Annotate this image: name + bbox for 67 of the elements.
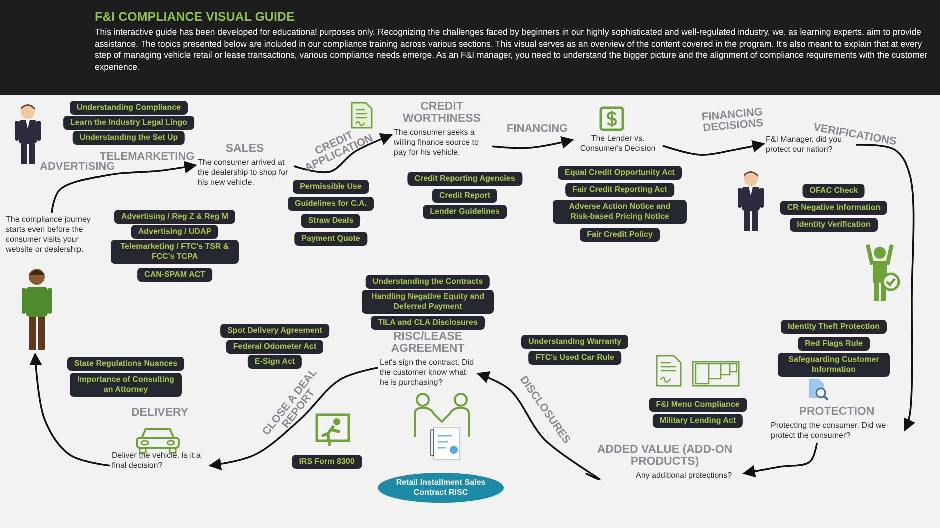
flow-arrow — [30, 352, 110, 467]
topic-tag: Payment Quote — [294, 232, 368, 246]
stage-description: Deliver the vehicle. Is it a final decision? — [112, 451, 202, 471]
intro-paragraph: This interactive guide has been developed for educational purposes only. Recognizing the challenges faced by beginners in our highly sophisticated and well-regulated industry, we, as learning experts, aim to provide assistance. The topics presented below are included in our compliance training across various sections. This visual serves as an overview of the content covered in the program. It's also meant to explain that at every step of managing vehicle retail or lease transactions, various compliance needs emerge. As an F&I manager, you need to understand the bigger picture and the alignment of compliance requirements with the customer experience. — [95, 27, 929, 74]
topic-tag: Understanding the Contracts — [366, 275, 490, 289]
stage-heading: SALES — [224, 143, 266, 155]
topic-tag: Understanding Warranty — [521, 335, 629, 349]
stage-heading: RISC/LEASE AGREEMENT — [390, 331, 466, 355]
topic-tag: IRS Form 8300 — [292, 455, 362, 469]
edge-label: TELEMARKETING — [100, 152, 195, 163]
topic-tag: Credit Reporting Agencies — [408, 172, 522, 186]
flow-arrow — [294, 133, 394, 174]
topic-tag: Spot Delivery Agreement — [220, 324, 330, 338]
stage-description: Let's sign the contract. Did the customer know what he is purchasing? — [380, 358, 476, 388]
topic-tag: Handling Negative Equity and Deferred Payment — [362, 290, 494, 314]
flow-arrow — [662, 140, 766, 156]
topic-tag: TILA and CLA Disclosures — [371, 316, 485, 330]
topic-tag: Credit Report — [432, 189, 498, 203]
stage-heading: CREDIT WORTHINESS — [402, 101, 482, 125]
flow-arrow — [208, 367, 378, 471]
topic-tag: Safeguarding Customer Information — [778, 353, 890, 377]
stage-description: The Lender vs. Consumer's Decision — [575, 134, 661, 154]
stage-description: The consumer seeks a willing finance source to pay for his vehicle. — [394, 128, 480, 158]
topic-tag: Identity Verification — [790, 218, 878, 232]
topic-tag: Telemarketing / FTC's TSR & FCC's TCPA — [111, 240, 239, 264]
topic-tag: Straw Deals — [301, 214, 361, 228]
topic-tag: Identity Theft Protection — [781, 320, 887, 334]
topic-tag: Permissible Use — [293, 180, 369, 194]
topic-tag: Guidelines for C.A. — [288, 197, 374, 211]
stage-label: ADVERTISING — [40, 162, 116, 173]
flow-arrow — [492, 136, 574, 150]
stage-heading: DELIVERY — [130, 407, 190, 419]
topic-tag: State Regulations Nuances — [67, 357, 185, 371]
flow-arrow — [742, 442, 818, 478]
edge-label: FINANCING — [507, 124, 568, 135]
topic-tag: FTC's Used Car Rule — [528, 351, 622, 365]
stage-description: Any additional protections? — [635, 471, 734, 481]
topic-tag: Understanding the Set Up — [72, 131, 186, 145]
topic-tag: Red Flags Rule — [798, 337, 870, 351]
flow-arrow — [476, 372, 601, 481]
topic-tag: Federal Odometer Act — [226, 340, 324, 354]
stage-description: The compliance journey starts even before the consumer visits your website or dealership. — [6, 215, 108, 255]
topic-tag: E-Sign Act — [248, 355, 302, 369]
topic-tag: Adverse Action Notice and Risk-based Pricing Notice — [553, 200, 687, 224]
topic-tag: Understanding Compliance — [70, 101, 188, 115]
topic-tag: Advertising / UDAP — [131, 225, 219, 239]
topic-tag: CR Negative Information — [780, 201, 888, 215]
flow-arrow — [856, 144, 916, 432]
topic-tag: Importance of Consulting an Attorney — [70, 373, 182, 397]
flow-arrow — [51, 161, 198, 214]
stage-heading: ADDED VALUE (ADD-ON PRODUCTS) — [596, 444, 734, 468]
topic-tag: Fair Credit Reporting Act — [566, 183, 674, 197]
topic-tag: Lender Guidelines — [423, 205, 507, 219]
topic-tag: Military Lending Act — [652, 414, 744, 428]
topic-tag: Advertising / Reg Z & Reg M — [114, 210, 236, 224]
topic-tag: Equal Credit Opportunity Act — [558, 166, 682, 180]
topic-tag: CAN-SPAM ACT — [138, 268, 212, 282]
topic-tag: Learn the Industry Legal Lingo — [64, 116, 194, 130]
stage-description: Protecting the consumer. Did we protect the consumer? — [771, 421, 888, 441]
topic-tag: F&I Menu Compliance — [649, 398, 747, 412]
title: F&I COMPLIANCE VISUAL GUIDE — [95, 10, 295, 24]
edge-label: FINANCING DECISIONS — [700, 106, 766, 136]
topic-tag: Fair Credit Policy — [580, 228, 660, 242]
contract-oval: Retail Installment Sales Contract RISC — [378, 473, 504, 503]
stage-description: The consumer arrived at the dealership to shop for his new vehicle. — [198, 158, 290, 188]
topic-tag: OFAC Check — [802, 184, 866, 198]
stage-heading: PROTECTION — [798, 406, 876, 418]
